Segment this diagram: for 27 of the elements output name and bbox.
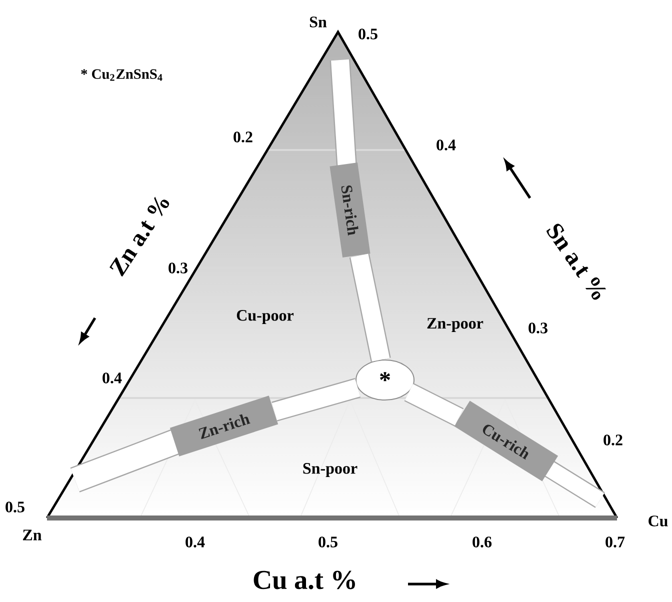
vertex-label: Zn (22, 530, 42, 540)
axis-title: Cu a.t % (254, 570, 355, 590)
tick-label: 0.3 (168, 262, 188, 274)
region-label: Zn-poor (427, 318, 484, 332)
band (272, 378, 361, 422)
tick-label: 0.3 (528, 322, 548, 334)
vertex-label: Sn (310, 16, 327, 28)
vertex-label: Cu (648, 516, 668, 526)
tick-label: 0.4 (102, 372, 122, 384)
region-label: Sn-poor (303, 463, 358, 478)
region-box: Sn-rich (330, 162, 370, 258)
legend-note: * Cu$_{2}$ZnSnS$_{4}$ (81, 69, 162, 81)
band (349, 254, 391, 362)
tick-label: 0.5 (6, 502, 24, 512)
region-box: Zn-rich (170, 396, 278, 456)
region-label: Cu-poor (236, 310, 294, 324)
axis-title: Zn a.t % (110, 196, 170, 277)
tick-label: 0.6 (472, 536, 492, 548)
tick-label: 0.5 (358, 28, 378, 40)
band (404, 382, 464, 426)
axis-title: Sn a.t % (546, 224, 606, 300)
tick-label: 0.2 (234, 132, 252, 142)
tick-label: 0.2 (604, 434, 622, 446)
tick-label: 0.4 (436, 140, 456, 150)
tick-label: 0.5 (318, 536, 338, 548)
tick-label: 0.7 (606, 536, 625, 548)
tick-label: 0.4 (186, 536, 205, 548)
